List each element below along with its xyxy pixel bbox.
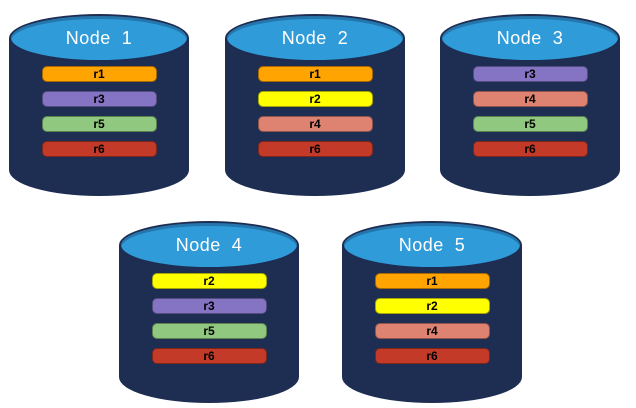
replica-bar: r5	[41, 116, 157, 132]
replica-bar: r4	[374, 323, 490, 339]
replica-bar: r2	[257, 91, 373, 107]
node-3-cylinder-top: Node 3	[440, 14, 620, 62]
node-4-cylinder-top: Node 4	[119, 221, 299, 269]
node-4-title: Node 4	[175, 234, 243, 255]
node-3-replica-list: r3 r4 r5 r6	[440, 66, 620, 157]
node-1-replica-list: r1 r3 r5 r6	[9, 66, 189, 157]
node-5-cylinder-top: Node 5	[342, 221, 522, 269]
node-3-cylinder: Node 3 r3 r4 r5 r6	[440, 14, 620, 196]
replica-bar: r6	[472, 141, 588, 157]
replica-bar: r5	[472, 116, 588, 132]
replica-bar: r6	[41, 141, 157, 157]
node-4-replica-list: r2 r3 r5 r6	[119, 273, 299, 364]
replica-bar: r3	[151, 298, 267, 314]
replica-bar: r3	[472, 66, 588, 82]
node-4-cylinder: Node 4 r2 r3 r5 r6	[119, 221, 299, 403]
replica-bar: r1	[257, 66, 373, 82]
node-5-title: Node 5	[398, 234, 466, 255]
node-2-cylinder: Node 2 r1 r2 r4 r6	[225, 14, 405, 196]
node-1-cylinder: Node 1 r1 r3 r5 r6	[9, 14, 189, 196]
node-2-cylinder-top: Node 2	[225, 14, 405, 62]
node-5-cylinder: Node 5 r1 r2 r4 r6	[342, 221, 522, 403]
replica-bar: r5	[151, 323, 267, 339]
replica-bar: r6	[257, 141, 373, 157]
replica-bar: r2	[151, 273, 267, 289]
replica-bar: r2	[374, 298, 490, 314]
node-2-title: Node 2	[281, 27, 349, 48]
replica-bar: r1	[41, 66, 157, 82]
replica-bar: r6	[151, 348, 267, 364]
node-5-replica-list: r1 r2 r4 r6	[342, 273, 522, 364]
node-1-title: Node 1	[65, 27, 133, 48]
node-3-title: Node 3	[496, 27, 564, 48]
replica-bar: r6	[374, 348, 490, 364]
replica-bar: r1	[374, 273, 490, 289]
node-2-replica-list: r1 r2 r4 r6	[225, 66, 405, 157]
replica-bar: r4	[472, 91, 588, 107]
node-1-cylinder-top: Node 1	[9, 14, 189, 62]
replica-bar: r4	[257, 116, 373, 132]
replica-bar: r3	[41, 91, 157, 107]
